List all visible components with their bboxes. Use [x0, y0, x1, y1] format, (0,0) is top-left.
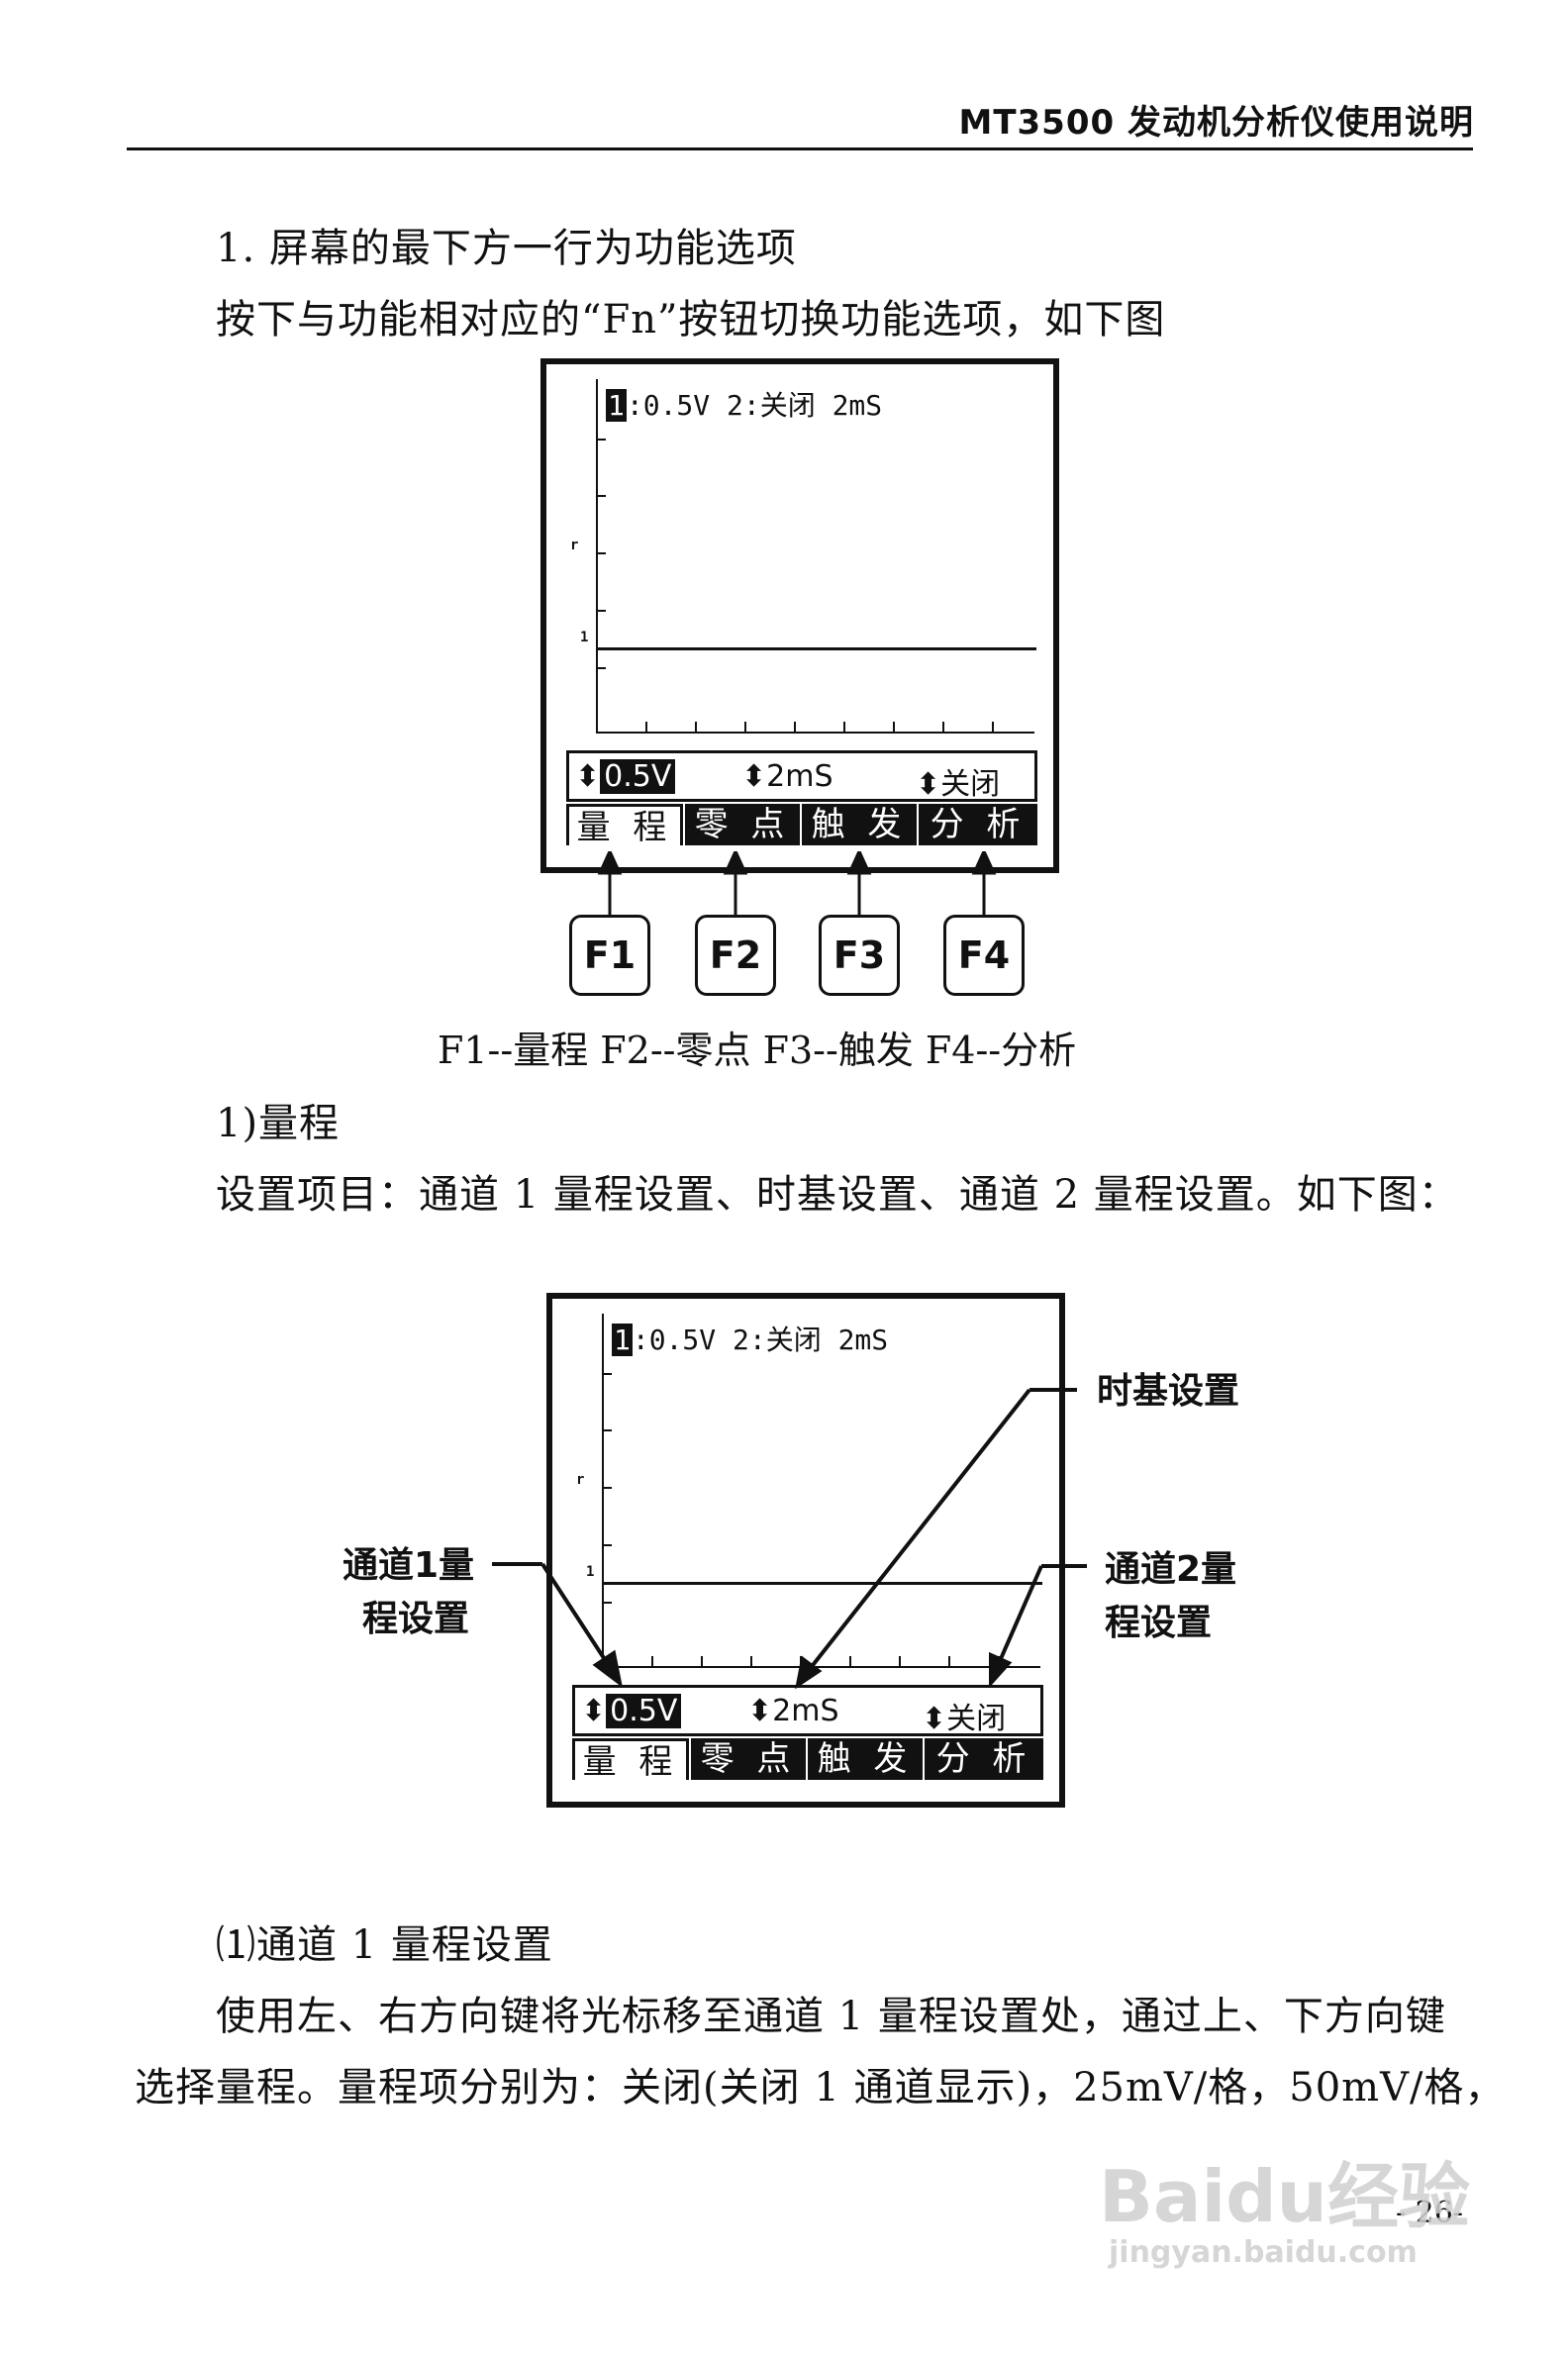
x-tick [899, 1656, 901, 1666]
up-down-icon: ⬍ [916, 767, 941, 802]
y-tick [602, 1373, 612, 1375]
up-down-icon: ⬍ [575, 759, 601, 794]
y-tick [596, 552, 606, 554]
page-number: - 26- [1396, 2196, 1463, 2230]
y-tick [602, 1429, 612, 1431]
callout-ch2-line1: 通道2量 [1105, 1549, 1237, 1590]
y-tick [596, 495, 606, 497]
x-tick [750, 1656, 752, 1666]
section-heading: 1. 屏幕的最下方一行为功能选项 [216, 226, 797, 271]
y-axis [596, 379, 598, 734]
ch1-range-param[interactable]: ⬍0.5V [575, 759, 676, 794]
trigger-marker: r [570, 538, 579, 553]
section-intro: 按下与功能相对应的“Fn”按钮切换功能选项，如下图 [216, 297, 1166, 343]
y-tick [596, 439, 606, 441]
status-line: 1:0.5V 2:关闭 2mS [606, 384, 882, 424]
x-tick [645, 722, 647, 732]
x-axis [602, 1666, 1040, 1668]
parameter-bar: ⬍0.5V ⬍2mS ⬍关闭 [566, 750, 1037, 802]
ch1-range-title: ⑴通道 1 量程设置 [216, 1922, 553, 1968]
baidu-watermark-url: jingyan.baidu.com [1109, 2235, 1418, 2270]
status-text: :0.5V 2:关闭 2mS [632, 1324, 889, 1356]
status-ch1-index: 1 [606, 389, 627, 422]
tab-trigger[interactable]: 触 发 [808, 1738, 923, 1780]
tab-analyze[interactable]: 分 析 [919, 804, 1037, 845]
ch2-range-param[interactable]: ⬍关闭 [922, 1702, 1007, 1736]
callout-ch2-line2: 程设置 [1105, 1603, 1213, 1643]
x-tick [695, 722, 697, 732]
ch1-range-line1: 使用左、右方向键将光标移至通道 1 量程设置处，通过上、下方向键 [216, 1994, 1446, 2039]
document-header-title: MT3500 发动机分析仪使用说明 [958, 103, 1474, 143]
ch1-range-param[interactable]: ⬍0.5V [581, 1694, 682, 1728]
subsection-desc: 设置项目：通道 1 量程设置、时基设置、通道 2 量程设置。如下图： [216, 1172, 1459, 1218]
trigger-marker: r [576, 1472, 585, 1488]
up-down-icon: ⬍ [922, 1702, 947, 1736]
up-down-icon: ⬍ [581, 1694, 607, 1728]
y-tick [602, 1602, 612, 1604]
x-tick [849, 1656, 851, 1666]
x-tick [893, 722, 895, 732]
y-axis [602, 1314, 604, 1668]
tab-trigger[interactable]: 触 发 [802, 804, 917, 845]
f1-button[interactable]: F1 [569, 915, 650, 996]
timebase-param[interactable]: ⬍2mS [747, 1694, 839, 1728]
x-tick [843, 722, 845, 732]
parameter-bar: ⬍0.5V ⬍2mS ⬍关闭 [572, 1685, 1043, 1736]
channel-1-trace [604, 1582, 1042, 1585]
subsection-title: 1)量程 [216, 1101, 341, 1146]
channel-marker: 1 [586, 1564, 595, 1580]
callout-ch1-line2: 程设置 [362, 1599, 470, 1639]
tab-range[interactable]: 量 程 [566, 804, 683, 847]
ch1-range-line2: 选择量程。量程项分别为：关闭(关闭 1 通道显示)，25mV/格，50mV/格， [135, 2065, 1506, 2111]
y-tick [602, 1487, 612, 1489]
x-tick [948, 1656, 950, 1666]
callout-ch1-line1: 通道1量 [343, 1545, 475, 1586]
callout-arrows [492, 1388, 1087, 1690]
tab-zero[interactable]: 零 点 [691, 1738, 806, 1780]
f3-button[interactable]: F3 [819, 915, 900, 996]
tab-analyze[interactable]: 分 析 [925, 1738, 1043, 1780]
fkeys-caption: F1--量程 F2--零点 F3--触发 F4--分析 [438, 1029, 1077, 1072]
status-line: 1:0.5V 2:关闭 2mS [612, 1319, 888, 1358]
baidu-watermark-logo: Baidu经验 [1099, 2155, 1470, 2238]
y-tick [596, 610, 606, 612]
tab-range[interactable]: 量 程 [572, 1738, 689, 1782]
channel-1-trace [598, 647, 1036, 650]
f4-button[interactable]: F4 [943, 915, 1025, 996]
x-tick [744, 722, 746, 732]
tab-zero[interactable]: 零 点 [685, 804, 800, 845]
x-tick [794, 722, 796, 732]
up-down-icon: ⬍ [747, 1694, 773, 1728]
ch2-range-param[interactable]: ⬍关闭 [916, 767, 1001, 802]
x-tick [701, 1656, 703, 1666]
f2-button[interactable]: F2 [695, 915, 776, 996]
x-tick [942, 722, 944, 732]
y-tick [602, 1544, 612, 1546]
status-ch1-index: 1 [612, 1324, 633, 1356]
channel-marker: 1 [580, 630, 589, 645]
up-down-icon: ⬍ [741, 759, 767, 794]
lcd-screen-figure-2: 1:0.5V 2:关闭 2mS r 1 ⬍0.5V ⬍2mS ⬍关闭 量 程 零… [546, 1293, 1065, 1808]
x-tick [992, 722, 994, 732]
status-text: :0.5V 2:关闭 2mS [626, 389, 883, 422]
callout-timebase: 时基设置 [1097, 1371, 1240, 1412]
x-tick [651, 1656, 653, 1666]
lcd-screen-figure-1: 1:0.5V 2:关闭 2mS r 1 ⬍0.5V ⬍2mS ⬍关闭 量 程 零… [540, 358, 1059, 873]
fkey-arrows [597, 851, 997, 916]
timebase-param[interactable]: ⬍2mS [741, 759, 833, 794]
header-rule [127, 147, 1473, 150]
y-tick [596, 667, 606, 669]
x-axis [596, 732, 1034, 734]
